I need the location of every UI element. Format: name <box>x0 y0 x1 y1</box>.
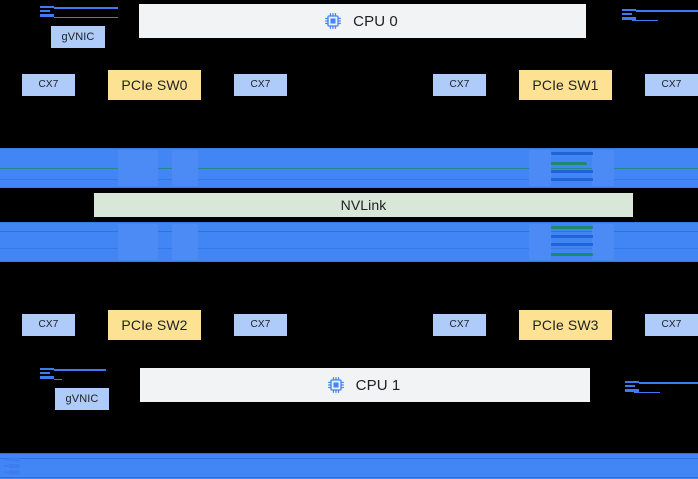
pcie-switch-label-0: PCIe SW0 <box>121 77 188 93</box>
cx7-box-6[interactable]: CX7 <box>433 314 486 336</box>
cx7-box-7[interactable]: CX7 <box>645 314 698 336</box>
network-bar-seam-c <box>0 477 698 478</box>
cpu-label-1: CPU 1 <box>355 376 401 394</box>
cx7-box-2[interactable]: CX7 <box>433 74 486 96</box>
gpu-cell-0[interactable] <box>118 150 158 186</box>
gpu-stack-line-2 <box>551 170 593 173</box>
gpu-row-bottom-seam-b <box>0 248 698 249</box>
gvnic-box-1[interactable]: gVNIC <box>55 388 109 410</box>
cx7-label-4: CX7 <box>38 319 59 330</box>
gvnic-box-0[interactable]: gVNIC <box>51 26 105 48</box>
pcie-switch-box-2[interactable]: PCIe SW2 <box>108 310 201 340</box>
gvnic-link-rule-right-top-2 <box>632 20 658 21</box>
gpu-cell-7[interactable] <box>592 224 614 260</box>
gpu-cell-6[interactable] <box>529 224 551 260</box>
gpu-cell-3[interactable] <box>592 150 614 186</box>
gvnic-link-rule-left-top <box>54 7 118 9</box>
gpu-row-top-seam-c <box>0 187 698 188</box>
gpu-stack-line-4 <box>551 226 593 229</box>
gpu-cell-2[interactable] <box>529 150 551 186</box>
gvnic-link-glyph-left-top <box>40 6 54 18</box>
gvnic-link-rule-left-top-2 <box>54 17 118 18</box>
pcie-switch-box-3[interactable]: PCIe SW3 <box>519 310 612 340</box>
gvnic-link-rule-left-bottom <box>54 369 106 371</box>
network-bar[interactable] <box>0 453 698 479</box>
cx7-label-7: CX7 <box>661 319 682 330</box>
gpu-row-bottom-seam-teal <box>0 231 698 232</box>
gpu-stack-line-0 <box>551 152 593 155</box>
cx7-box-5[interactable]: CX7 <box>234 314 287 336</box>
gpu-row-top[interactable] <box>0 148 698 188</box>
gpu-cell-5[interactable] <box>172 224 198 260</box>
gpu-row-bottom-seam-c <box>0 261 698 262</box>
gpu-stack-line-6 <box>551 243 593 246</box>
cpu-label-0: CPU 0 <box>353 12 398 30</box>
cx7-label-3: CX7 <box>661 79 682 90</box>
gpu-row-top-seam-teal <box>0 168 698 169</box>
pcie-switch-box-0[interactable]: PCIe SW0 <box>108 70 201 100</box>
gvnic-link-rule-right-top <box>636 10 698 12</box>
cx7-box-1[interactable]: CX7 <box>234 74 287 96</box>
cx7-label-6: CX7 <box>449 319 470 330</box>
chip-icon <box>327 377 344 393</box>
gpu-stack-line-7 <box>551 253 593 256</box>
cx7-label-5: CX7 <box>250 319 271 330</box>
nvlink-bar[interactable]: NVLink <box>94 193 633 217</box>
cx7-box-4[interactable]: CX7 <box>22 314 75 336</box>
gvnic-link-glyph-right-top <box>622 9 636 21</box>
cpu-box-0[interactable]: CPU 0 <box>139 4 586 38</box>
gpu-cell-1[interactable] <box>172 150 198 186</box>
gvnic-link-glyph-left-bottom <box>40 368 54 380</box>
gvnic-link-glyph-right-bottom <box>625 381 639 393</box>
cpu-box-1[interactable]: CPU 1 <box>140 368 590 402</box>
network-bar-seam-b <box>0 458 698 459</box>
gvnic-link-rule-right-bottom-2 <box>634 392 660 393</box>
pcie-switch-label-3: PCIe SW3 <box>532 317 599 333</box>
network-switch-icon <box>4 457 20 475</box>
cx7-label-2: CX7 <box>449 79 470 90</box>
pcie-switch-label-1: PCIe SW1 <box>532 77 599 93</box>
pcie-switch-label-2: PCIe SW2 <box>121 317 188 333</box>
gvnic-label-1: gVNIC <box>65 392 99 405</box>
gpu-row-bottom-seam-a <box>0 222 698 223</box>
gpu-row-top-seam-a <box>0 148 698 149</box>
gpu-cell-4[interactable] <box>118 224 158 260</box>
cx7-box-3[interactable]: CX7 <box>645 74 698 96</box>
gpu-row-bottom[interactable] <box>0 222 698 262</box>
gpu-stack-line-5 <box>551 235 593 238</box>
cx7-box-0[interactable]: CX7 <box>22 74 75 96</box>
cx7-label-0: CX7 <box>38 79 59 90</box>
gpu-stack-line-1 <box>551 162 587 165</box>
pcie-switch-box-1[interactable]: PCIe SW1 <box>519 70 612 100</box>
network-bar-seam-a <box>0 453 698 454</box>
gvnic-link-rule-right-bottom <box>639 382 698 384</box>
gvnic-link-rule-left-bottom-2 <box>54 379 62 380</box>
chip-icon <box>325 13 341 29</box>
nvlink-label: NVLink <box>340 197 387 213</box>
gpu-row-top-seam-b <box>0 179 698 180</box>
gvnic-label-0: gVNIC <box>61 30 95 43</box>
cx7-label-1: CX7 <box>250 79 271 90</box>
gpu-stack-line-3 <box>551 178 593 181</box>
